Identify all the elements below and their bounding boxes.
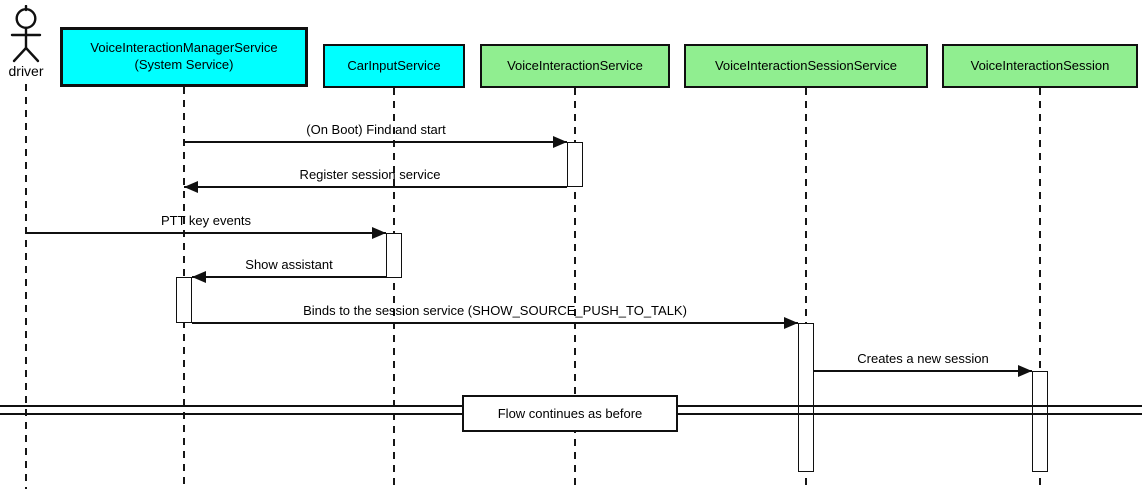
participant-sublabel: (System Service) [134, 57, 234, 72]
divider-label: Flow continues as before [497, 406, 643, 421]
message-line [184, 141, 567, 143]
lifeline-driver [25, 84, 27, 489]
message-line [814, 370, 1032, 372]
activation-bar-voiceinteractionsession [1032, 371, 1048, 472]
participant-label: VoiceInteractionService [507, 57, 643, 73]
message-line [184, 186, 567, 188]
participant-voiceinteractionservice: VoiceInteractionService [480, 44, 670, 88]
actor-label-driver: driver [8, 63, 44, 79]
activation-bar-carinputservice [386, 233, 402, 278]
participant-voiceinteractionmanagerservice: VoiceInteractionManagerService (System S… [60, 27, 308, 87]
activation-bar-voiceinteractionservice [567, 142, 583, 187]
arrowhead-left-icon [192, 271, 206, 283]
lifeline-carinputservice [393, 88, 395, 489]
message-label-register-session-service: Register session service [299, 167, 441, 182]
activation-bar-voiceinteractionsessionservice [798, 323, 814, 472]
message-label-creates-a-new-session: Creates a new session [857, 351, 989, 366]
lifeline-voiceinteractionservice [574, 88, 576, 489]
participant-label: CarInputService [347, 57, 441, 73]
message-label-show-assistant: Show assistant [245, 257, 333, 272]
arrowhead-right-icon [372, 227, 386, 239]
lifeline-voiceinteractionsession [1039, 88, 1041, 489]
activation-bar-voiceinteractionmanagerservice [176, 277, 192, 323]
participant-voiceinteractionsessionservice: VoiceInteractionSessionService [684, 44, 928, 88]
lifeline-voiceinteractionsessionservice [805, 88, 807, 489]
actor-stick-figure-icon [10, 5, 42, 63]
participant-carinputservice: CarInputService [323, 44, 465, 88]
message-line [26, 232, 386, 234]
message-label-binds-to-session-service: Binds to the session service (SHOW_SOURC… [303, 303, 687, 318]
arrowhead-right-icon [553, 136, 567, 148]
divider-box: Flow continues as before [462, 395, 678, 432]
participant-label: VoiceInteractionSessionService [714, 57, 898, 73]
arrowhead-right-icon [1018, 365, 1032, 377]
arrowhead-left-icon [184, 181, 198, 193]
message-label-ptt-key-events: PTT key events [160, 213, 252, 228]
message-label-on-boot-find-and-start: (On Boot) Find and start [306, 122, 446, 137]
message-line [192, 322, 798, 324]
participant-voiceinteractionsession: VoiceInteractionSession [942, 44, 1138, 88]
arrowhead-right-icon [784, 317, 798, 329]
message-line [192, 276, 386, 278]
participant-label: VoiceInteractionManagerService [90, 40, 278, 56]
participant-label: VoiceInteractionSession [970, 57, 1110, 73]
